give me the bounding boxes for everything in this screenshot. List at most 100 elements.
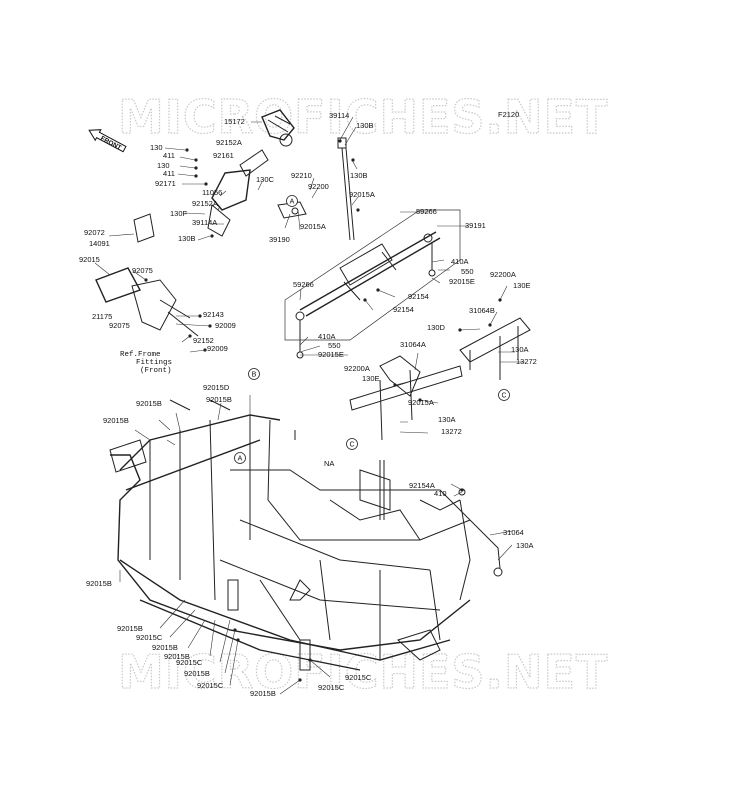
- part-label: 92200A: [490, 270, 516, 279]
- part-labels: 15172 39114 130B 130 92152A 411 92161 13…: [79, 111, 537, 698]
- ref-note: Ref.Frome Fittings (Front): [120, 351, 172, 375]
- part-label: 130B: [178, 234, 196, 243]
- part-label: 92015B: [117, 624, 143, 633]
- part-label: 411: [163, 169, 175, 178]
- part-label: 92015A: [349, 190, 375, 199]
- part-label: 130: [157, 161, 170, 170]
- part-label: 59266: [293, 280, 314, 289]
- steering-column-assembly: [207, 109, 355, 241]
- part-label: 130: [150, 143, 163, 152]
- part-label: 130B: [356, 121, 374, 130]
- part-label: 92015E: [318, 350, 344, 359]
- part-label: 130E: [362, 374, 380, 383]
- part-label: 92200A: [344, 364, 370, 373]
- leader-lines: [94, 116, 525, 695]
- watermark-bottom: MICROFICHES.NET: [118, 645, 608, 699]
- part-label: 550: [328, 341, 341, 350]
- note-na: NA: [324, 459, 334, 468]
- part-label: 130C: [256, 175, 275, 184]
- part-label: 13272: [441, 427, 462, 436]
- part-label: 15172: [224, 117, 245, 126]
- part-label: 92154A: [409, 481, 435, 490]
- part-label: 410: [434, 489, 447, 498]
- part-label: 14091: [89, 239, 110, 248]
- svg-text:C: C: [501, 393, 506, 400]
- svg-text:B: B: [252, 372, 257, 379]
- watermark-top: MICROFICHES.NET: [118, 90, 608, 144]
- part-label: 92154: [408, 292, 429, 301]
- svg-text:C: C: [349, 442, 354, 449]
- part-label: 92015A: [300, 222, 326, 231]
- part-label: 92015C: [197, 681, 224, 690]
- part-label: 550: [461, 267, 474, 276]
- part-label: 39191: [465, 221, 486, 230]
- part-label: 92143: [203, 310, 224, 319]
- part-label: 92009: [207, 344, 228, 353]
- part-label: 92152A: [192, 199, 218, 208]
- part-label: 92015B: [250, 689, 276, 698]
- part-label: 92015B: [86, 579, 112, 588]
- ref-note-line-2: Fittings: [136, 359, 172, 367]
- part-label: 92015C: [345, 673, 372, 682]
- part-label: 21175: [92, 312, 112, 321]
- svg-text:A: A: [238, 456, 243, 463]
- part-label: 130A: [516, 541, 534, 550]
- part-label: 130A: [438, 415, 456, 424]
- part-label: 92075: [109, 321, 130, 330]
- part-label: 39114: [329, 111, 349, 120]
- part-label: 92171: [155, 179, 176, 188]
- part-label: 92161: [213, 151, 234, 160]
- part-label: 92015C: [136, 633, 163, 642]
- part-label: 92009: [215, 321, 236, 330]
- part-label: 92154: [393, 305, 414, 314]
- diagram-code: F2120: [498, 110, 519, 119]
- part-label: 92152A: [216, 138, 242, 147]
- callout-c-2: C: [346, 438, 358, 450]
- part-label: 130A: [511, 345, 529, 354]
- part-label: 411: [163, 151, 175, 160]
- part-label: 92015B: [103, 416, 129, 425]
- control-unit: [95, 213, 199, 337]
- part-label: 92015B: [184, 669, 210, 678]
- part-label: 92015B: [206, 395, 232, 404]
- ref-note-line-3: (Front): [140, 367, 172, 375]
- ref-note-line-1: Ref.Frome: [120, 351, 161, 359]
- part-label: 92015C: [318, 683, 345, 692]
- part-label: 130D: [427, 323, 446, 332]
- main-frame: [109, 399, 471, 671]
- part-label: 92075: [132, 266, 153, 275]
- right-brackets: [349, 317, 531, 577]
- part-label: 410A: [451, 257, 469, 266]
- part-label: 130E: [513, 281, 531, 290]
- part-label: 92015D: [203, 383, 230, 392]
- part-label: 39114A: [192, 218, 217, 227]
- callout-c-1: C: [498, 389, 510, 401]
- callout-b-1: B: [248, 368, 260, 380]
- part-label: 31064A: [400, 340, 426, 349]
- part-label: 130F: [170, 209, 188, 218]
- part-label: 92072: [84, 228, 105, 237]
- part-label: 92015B: [152, 643, 178, 652]
- part-label: 92152: [193, 336, 214, 345]
- callout-a-2: A: [234, 452, 246, 464]
- part-label: 92015C: [176, 658, 203, 667]
- part-label: 13272: [516, 357, 537, 366]
- part-label: 92200: [308, 182, 329, 191]
- part-label: 39190: [269, 235, 290, 244]
- callout-a-1: A: [286, 195, 298, 207]
- part-label: 92210: [291, 171, 312, 180]
- part-label: 31064B: [469, 306, 495, 315]
- svg-text:A: A: [290, 199, 295, 206]
- part-label: 92015E: [449, 277, 475, 286]
- part-label: 11056: [202, 188, 222, 197]
- part-label: 92015B: [164, 652, 190, 661]
- part-label: 92015B: [136, 399, 162, 408]
- part-label: 92015: [79, 255, 100, 264]
- part-label: 410A: [318, 332, 336, 341]
- part-label: 92015A: [408, 398, 434, 407]
- fastener-dots: [144, 139, 502, 682]
- part-label: 130B: [350, 171, 368, 180]
- part-label: 31064: [503, 528, 524, 537]
- steering-rack: [284, 209, 461, 359]
